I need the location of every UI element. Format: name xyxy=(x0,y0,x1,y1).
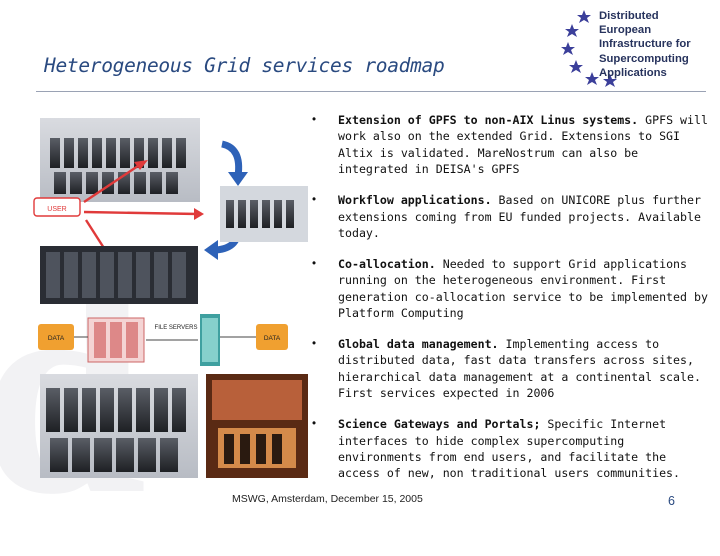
bullet-item: • Global data management. Implementing a… xyxy=(310,336,712,402)
logo-line: Infrastructure for xyxy=(599,38,691,51)
logo-line: European xyxy=(599,24,652,37)
user-arrowhead-icon xyxy=(134,160,148,170)
logo-line: Supercomputing xyxy=(599,52,689,65)
user-label: USER xyxy=(47,206,66,213)
bullet-list: • Extension of GPFS to non-AIX Linus sys… xyxy=(310,112,712,496)
slide-title: Heterogeneous Grid services roadmap xyxy=(44,54,445,77)
data-label-left: DATA xyxy=(48,335,65,342)
bullet-marker: • xyxy=(312,417,317,431)
bullet-marker: • xyxy=(312,336,317,350)
bullet-highlight: Workflow applications. xyxy=(338,193,492,208)
user-arrow-icon xyxy=(83,161,145,203)
bullet-text: Specific Internet interfaces to hide com… xyxy=(338,417,681,481)
logo-line: Applications xyxy=(599,66,667,79)
logo-line: Distributed xyxy=(599,10,659,22)
bullet-text: GPFS will work also on the extended Grid… xyxy=(338,113,708,177)
user-box: USER xyxy=(33,197,81,217)
bullet-item: • Co-allocation. Needed to support Grid … xyxy=(310,256,712,322)
title-divider xyxy=(36,91,706,92)
bullet-highlight: Co-allocation. xyxy=(338,256,436,271)
bullet-text: Based on UNICORE plus further extensions… xyxy=(338,193,701,240)
grid-diagram: USER DATA FILE SERVERS DATA xyxy=(33,118,308,478)
supercomputer-room-right xyxy=(220,186,308,242)
logo-star xyxy=(565,24,579,37)
user-arrowhead-icon xyxy=(194,208,204,220)
file-servers-label: FILE SERVERS xyxy=(155,325,198,331)
bullet-text: Implementing access to distributed data,… xyxy=(338,336,701,401)
logo-star xyxy=(561,42,575,55)
bullet-highlight: Science Gateways and Portals; xyxy=(338,417,541,432)
workflow-arrow-top-icon xyxy=(221,140,243,177)
deisa-logo xyxy=(561,10,617,87)
page-number: 6 xyxy=(668,494,675,508)
logo-star xyxy=(577,10,591,23)
bullet-item: • Extension of GPFS to non-AIX Linus sys… xyxy=(310,112,712,178)
bullet-highlight: Extension of GPFS to non-AIX Linus syste… xyxy=(338,113,639,127)
bullet-highlight: Global data management. xyxy=(338,336,499,351)
logo-text: Distributed European Infrastructure for … xyxy=(599,9,691,80)
user-arrow-icon xyxy=(83,210,199,216)
logo-star xyxy=(585,72,599,85)
supercomputer-room-top xyxy=(40,118,200,202)
supercomputer-room-middle xyxy=(40,246,198,304)
logo-star xyxy=(603,74,617,87)
bullet-item: • Science Gateways and Portals; Specific… xyxy=(310,416,712,482)
bullet-marker: • xyxy=(312,193,317,207)
logo-star xyxy=(569,60,583,73)
file-server-diagram: DATA FILE SERVERS DATA xyxy=(38,314,288,366)
bullet-item: • Workflow applications. Based on UNICOR… xyxy=(310,192,712,241)
workflow-arrowhead-icon xyxy=(204,240,218,260)
data-label-right: DATA xyxy=(264,335,281,342)
bullet-marker: • xyxy=(312,256,317,270)
workflow-arrowhead-icon xyxy=(228,172,248,186)
slide-footer: MSWG, Amsterdam, December 15, 2005 xyxy=(232,493,423,505)
supercomputer-room-chapel xyxy=(206,374,308,478)
bullet-marker: • xyxy=(312,113,317,126)
bullet-text: Needed to support Grid applications runn… xyxy=(338,256,708,321)
supercomputer-room-bottom xyxy=(40,374,198,478)
